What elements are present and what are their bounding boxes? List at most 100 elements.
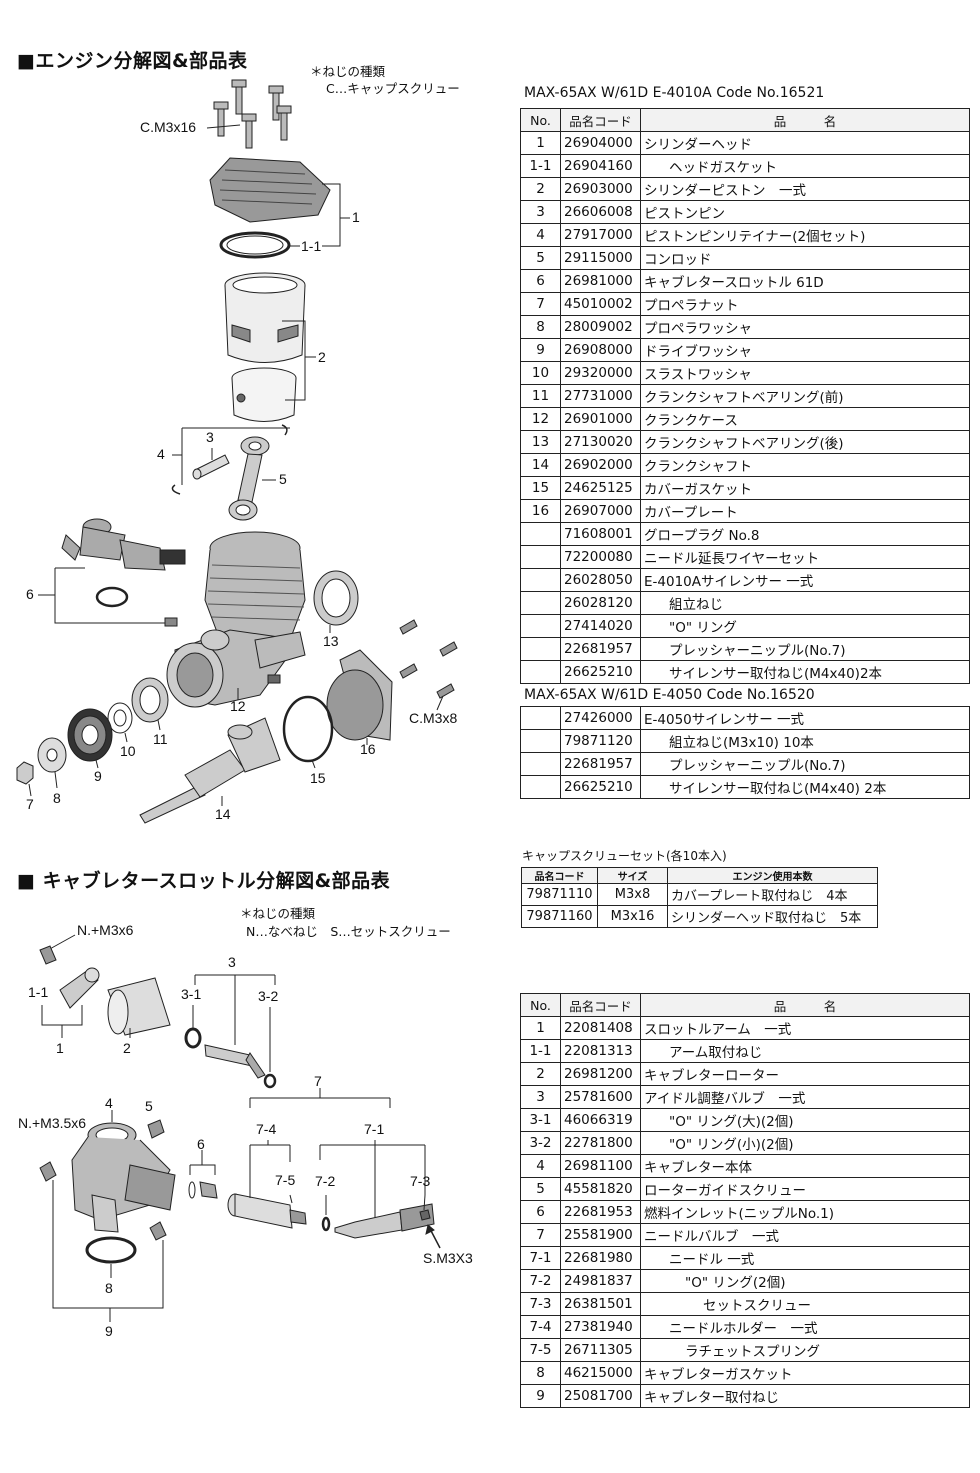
row-size: M3x16	[597, 905, 668, 928]
row-code: 27731000	[560, 384, 641, 408]
needle	[334, 1203, 435, 1239]
cylinder-liner	[224, 272, 306, 363]
callout-carb-7-3: 7-3	[410, 1173, 431, 1189]
callout-carb-7: 7	[314, 1073, 322, 1089]
row-no: 16	[520, 499, 561, 523]
row-no	[520, 660, 561, 684]
row-code: 26625210	[560, 660, 641, 684]
table-header-row: No. 品名コード 品 名	[520, 993, 970, 1017]
callout-13: 13	[323, 633, 339, 649]
row-name: ニードル 一式	[640, 1246, 970, 1270]
engine-exploded-diagram	[16, 79, 458, 824]
callout-carb-4: 4	[105, 1095, 113, 1111]
row-name: "O" リング(2個)	[640, 1269, 970, 1293]
row-name: カバープレート	[640, 499, 970, 523]
carb-screw-note-1: ＊ねじの種類	[240, 906, 316, 921]
callout-carb-7-4: 7-4	[256, 1121, 277, 1137]
row-code: 26902000	[560, 453, 641, 477]
row-no	[520, 729, 561, 753]
row-no: 1-1	[520, 1039, 561, 1063]
header-code: 品名コード	[560, 108, 641, 132]
row-no: 8	[520, 315, 561, 339]
row-no: 3-2	[520, 1131, 561, 1155]
row-code: 26904160	[560, 154, 641, 178]
row-name: プレッシャーニップル(No.7)	[640, 637, 970, 661]
callout-11: 11	[153, 731, 168, 747]
row-no: 4	[520, 223, 561, 247]
row-name: サイレンサー取付ねじ(M4x40)2本	[640, 660, 970, 684]
row-name: スラストワッシャ	[640, 361, 970, 385]
row-name: キャブレター取付ねじ	[640, 1384, 970, 1408]
row-name: シリンダーヘッド	[640, 131, 970, 155]
row-name: 燃料インレット(ニップルNo.1)	[640, 1200, 970, 1224]
row-no: 7	[520, 292, 561, 316]
row-code: 24981837	[560, 1269, 641, 1293]
cover-plate	[326, 649, 393, 741]
row-code: 45581820	[560, 1177, 641, 1201]
row-name: コンロッド	[640, 246, 970, 270]
row-code: 22081408	[560, 1016, 641, 1040]
row-code: 26981000	[560, 269, 641, 293]
row-name: ローターガイドスクリュー	[640, 1177, 970, 1201]
row-code: 26381501	[560, 1292, 641, 1316]
row-code: 25581900	[560, 1223, 641, 1247]
callout-5: 5	[279, 471, 287, 487]
engine-carburetor	[61, 518, 186, 571]
row-no: 14	[520, 453, 561, 477]
row-no: 4	[520, 1154, 561, 1178]
engine-table2-caption: MAX-65AX W/61D E-4050 Code No.16520	[524, 687, 815, 703]
engine-screw-note-1: ＊ねじの種類	[310, 64, 386, 79]
drive-washer	[67, 708, 113, 762]
row-no: 11	[520, 384, 561, 408]
row-name: クランクシャフト	[640, 453, 970, 477]
front-bearing	[131, 677, 169, 723]
callout-16: 16	[360, 741, 376, 757]
engine-screw-note-2: C…キャップスクリュー	[326, 81, 460, 96]
carb-body	[71, 1122, 176, 1233]
callout-9: 9	[94, 768, 102, 784]
row-name: 組立ねじ	[640, 591, 970, 615]
connecting-rod	[228, 436, 270, 521]
cover-screws	[399, 619, 458, 699]
row-code: 79871160	[521, 905, 598, 928]
row-code: 26901000	[560, 407, 641, 431]
row-no	[520, 614, 561, 638]
callout-carb-6: 6	[197, 1136, 205, 1152]
row-no: 3	[520, 200, 561, 224]
row-code: 26981100	[560, 1154, 641, 1178]
row-code: 22681957	[560, 637, 641, 661]
row-name: クランクケース	[640, 407, 970, 431]
callout-carb-8: 8	[105, 1280, 113, 1296]
row-name: クランクシャフトベアリング(後)	[640, 430, 970, 454]
callout-c-m3x16: C.M3x16	[140, 119, 197, 135]
row-name: プレッシャーニップル(No.7)	[640, 752, 970, 776]
callout-15: 15	[310, 770, 326, 786]
row-no: 6	[520, 269, 561, 293]
callout-1-1: 1-1	[301, 238, 322, 254]
row-no: 7	[520, 1223, 561, 1247]
row-no: 13	[520, 430, 561, 454]
row-code: 46215000	[560, 1361, 641, 1385]
row-code: 46066319	[560, 1108, 641, 1132]
